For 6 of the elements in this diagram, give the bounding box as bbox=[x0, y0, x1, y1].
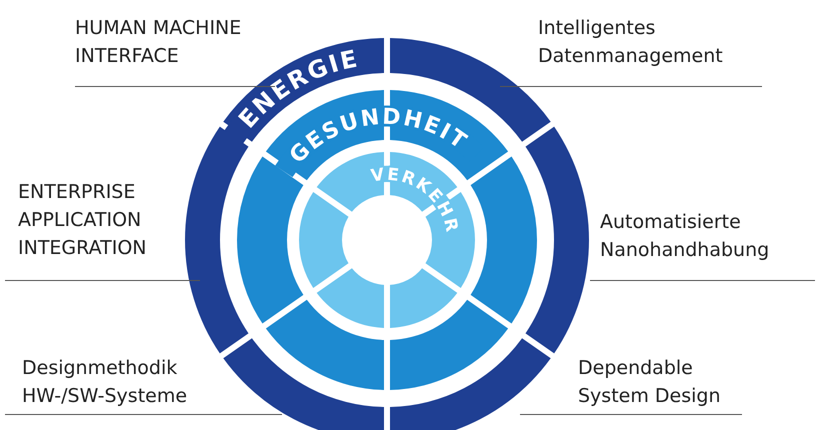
label-text: Designmethodik HW-/SW-Systeme bbox=[22, 356, 188, 409]
label-text: Dependable System Design bbox=[578, 356, 722, 409]
label-text: Intelligentes Datenmanagement bbox=[538, 16, 724, 69]
label-text: ENTERPRISE APPLICATION INTEGRATION bbox=[18, 180, 148, 261]
label-text: HUMAN MACHINE INTERFACE bbox=[75, 16, 242, 67]
label-text: Automatisierte Nanohandhabung bbox=[600, 210, 770, 263]
